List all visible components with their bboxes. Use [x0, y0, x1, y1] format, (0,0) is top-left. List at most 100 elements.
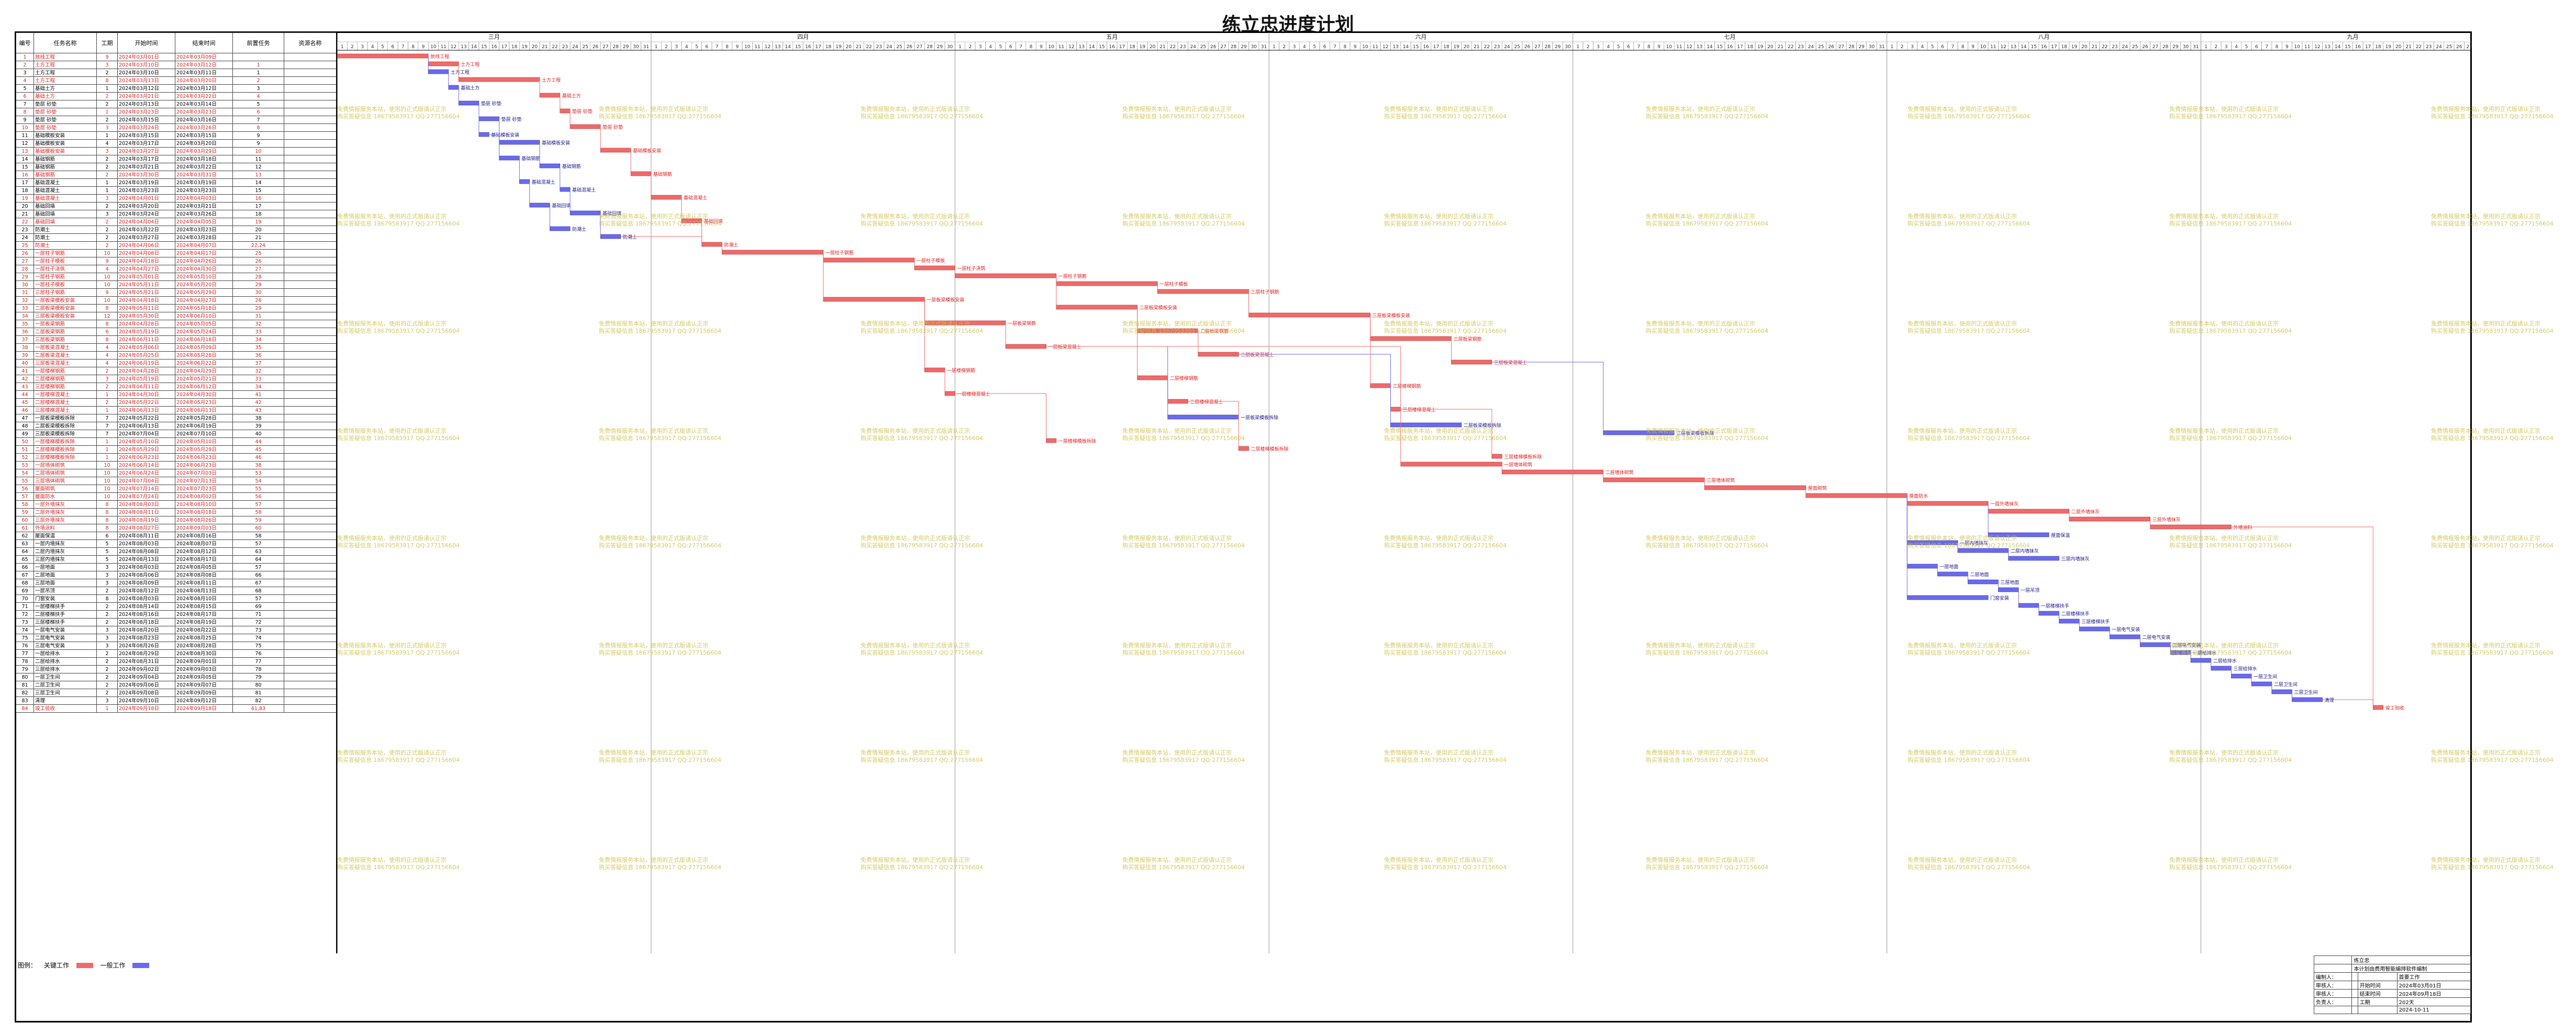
task-bar: [2373, 705, 2384, 710]
day-label: 31: [1261, 44, 1267, 50]
watermark-line: 免费情报服务本站，使用的正式版请认正宗: [861, 428, 970, 434]
day-label: 4: [1303, 44, 1306, 50]
task-predecessor: 30: [232, 288, 284, 297]
task-end: 2024年05月24日: [175, 328, 233, 336]
watermark: 免费情报服务本站，使用的正式版请认正宗购买答疑信息 18679583917 QQ…: [599, 749, 721, 764]
task-duration: 9: [96, 257, 118, 265]
task-predecessor: 33: [232, 328, 284, 336]
dependency-line: [478, 118, 499, 132]
task-duration: 2: [96, 92, 118, 100]
task-start: 2024年05月25日: [117, 351, 175, 359]
task-resource: [284, 296, 337, 305]
task-duration: 9: [96, 288, 118, 297]
day-label: 8: [726, 44, 729, 50]
watermark-line: 购买答疑信息 18679583917 QQ:277156604: [2431, 649, 2553, 656]
task-num: 50: [16, 437, 34, 446]
watermark-line: 购买答疑信息 18679583917 QQ:277156604: [337, 113, 460, 120]
task-start: 2024年07月14日: [117, 485, 175, 493]
task-duration: 8: [96, 500, 118, 509]
task-bar: [1906, 595, 1989, 600]
task-name: 一层吊顶: [34, 587, 97, 595]
info-cell: [2351, 997, 2358, 1006]
task-duration: 5: [96, 547, 118, 556]
watermark: 免费情报服务本站，使用的正式版请认正宗购买答疑信息 18679583917 QQ…: [1384, 213, 1507, 228]
task-predecessor: 39: [232, 422, 284, 430]
task-bar: [924, 367, 945, 373]
info-cell: 202天: [2396, 997, 2471, 1006]
day-label: 27: [1838, 44, 1844, 50]
watermark-line: 免费情报服务本站，使用的正式版请认正宗: [1384, 642, 1493, 649]
day-label: 26: [1524, 44, 1531, 50]
watermark-line: 免费情报服务本站，使用的正式版请认正宗: [599, 213, 708, 220]
task-end: 2024年03月19日: [175, 178, 233, 187]
col-header-end: 结束时间: [175, 32, 233, 53]
day-label: 10: [1980, 44, 1987, 50]
task-bar: [1988, 532, 2049, 537]
task-duration: 3: [96, 571, 118, 579]
task-bar-label: 基础模板安装: [633, 148, 661, 154]
task-num: 59: [16, 508, 34, 516]
watermark-line: 免费情报服务本站，使用的正式版请认正宗: [2169, 857, 2279, 863]
task-bar-label: 一层板梁钢筋: [1008, 320, 1036, 327]
task-num: 34: [16, 312, 34, 320]
task-end: 2024年04月03日: [175, 194, 233, 203]
task-bar: [600, 234, 621, 239]
task-predecessor: 25: [232, 249, 284, 257]
watermark: 免费情报服务本站，使用的正式版请认正宗购买答疑信息 18679583917 QQ…: [1908, 642, 2030, 657]
task-duration: 4: [96, 359, 118, 367]
task-name: 三层楼梯模板拆除: [34, 453, 97, 462]
task-end: 2024年03月28日: [175, 233, 233, 242]
watermark: 免费情报服务本站，使用的正式版请认正宗购买答疑信息 18679583917 QQ…: [1122, 428, 1245, 442]
task-end: 2024年09月12日: [175, 696, 233, 705]
task-num: 53: [16, 461, 34, 469]
task-bar: [2292, 697, 2323, 702]
task-resource: [284, 390, 337, 399]
task-bar: [914, 265, 955, 271]
task-start: 2024年06月11日: [117, 383, 175, 391]
task-resource: [284, 139, 337, 148]
task-num: 21: [16, 210, 34, 218]
watermark-line: 免费情报服务本站，使用的正式版请认正宗: [1122, 642, 1232, 649]
task-end: 2024年07月10日: [175, 430, 233, 438]
task-bar: [1167, 414, 1239, 420]
watermark-line: 购买答疑信息 18679583917 QQ:277156604: [2169, 328, 2292, 334]
task-bar: [2271, 689, 2292, 694]
task-resource: [284, 335, 337, 344]
task-resource: [284, 328, 337, 336]
day-label: 16: [2355, 44, 2361, 50]
day-label: 16: [805, 44, 811, 50]
task-bar-label: 二层板梁钢筋: [1200, 328, 1229, 334]
task-predecessor: 71: [232, 610, 284, 619]
legend-critical-swatch: [76, 962, 93, 968]
watermark: 免费情报服务本站，使用的正式版请认正宗购买答疑信息 18679583917 QQ…: [861, 535, 983, 549]
watermark: 免费情报服务本站，使用的正式版请认正宗购买答疑信息 18679583917 QQ…: [861, 320, 983, 335]
task-end: 2024年05月23日: [175, 398, 233, 407]
task-end: 2024年05月05日: [175, 320, 233, 328]
day-label: 17: [815, 44, 821, 50]
task-start: 2024年03月19日: [117, 178, 175, 187]
task-start: 2024年06月11日: [117, 335, 175, 344]
task-name: 三层楼梯钢筋: [34, 383, 97, 391]
task-duration: 8: [96, 320, 118, 328]
task-bar-label: 二层楼梯混凝土: [1190, 399, 1223, 405]
day-label: 5: [1931, 44, 1934, 50]
day-label: 20: [1767, 44, 1774, 50]
task-start: 2024年08月08日: [117, 547, 175, 556]
task-bar-label: 三层板梁钢筋: [1454, 336, 1482, 342]
task-name: 基础土方: [34, 84, 97, 93]
task-bar: [1248, 312, 1370, 318]
info-row: 2024-10-11: [2313, 1006, 2471, 1014]
col-header-start: 开始时间: [117, 32, 175, 53]
day-label: 8: [1343, 44, 1346, 50]
task-bar-label: 基础回填: [552, 203, 571, 209]
task-predecessor: 64: [232, 555, 284, 564]
day-label: 28: [612, 44, 619, 50]
task-name: 一层板梁模板安装: [34, 296, 97, 305]
task-duration: 2: [96, 673, 118, 681]
